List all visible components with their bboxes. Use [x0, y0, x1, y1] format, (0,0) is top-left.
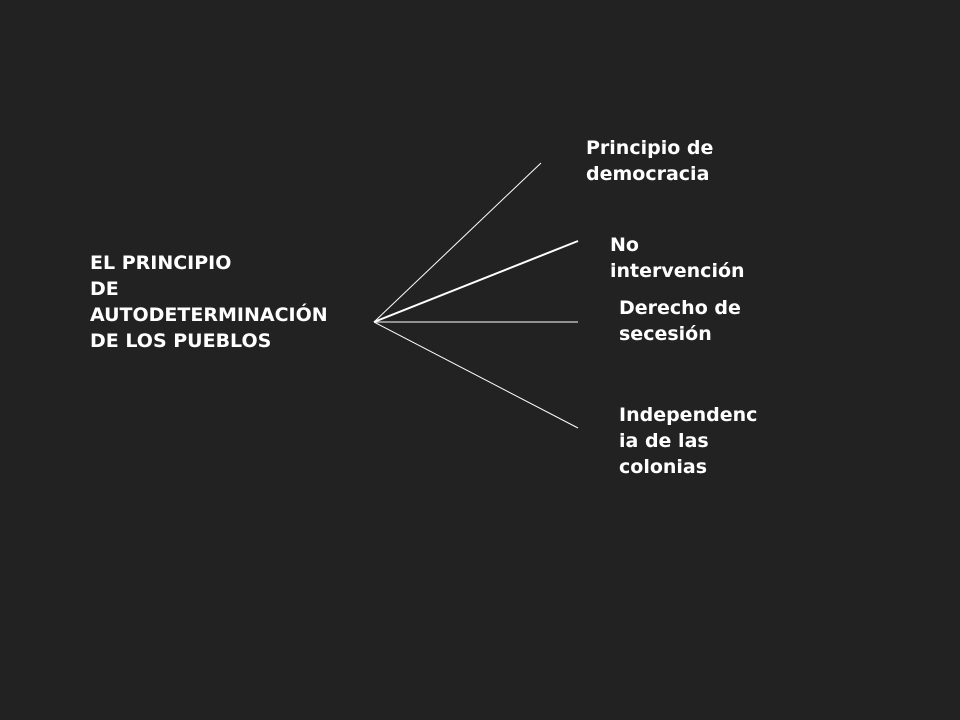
branch-label-independencia-de-las-colonias: Independenc ia de las colonias — [619, 404, 758, 478]
branch-label-principio-de-democracia: Principio de democracia — [586, 137, 714, 185]
connector-to-no-intervencion — [373, 240, 579, 323]
root-concept-label: EL PRINCIPIO DE AUTODETERMINACIÓN DE LOS… — [90, 252, 328, 352]
branch-label-derecho-de-secesion: Derecho de secesión — [619, 297, 741, 345]
branch-label-no-intervencion: No intervención — [610, 234, 745, 282]
connector-to-principio-de-democracia — [373, 162, 542, 323]
connector-to-independencia-de-las-colonias — [373, 321, 579, 429]
